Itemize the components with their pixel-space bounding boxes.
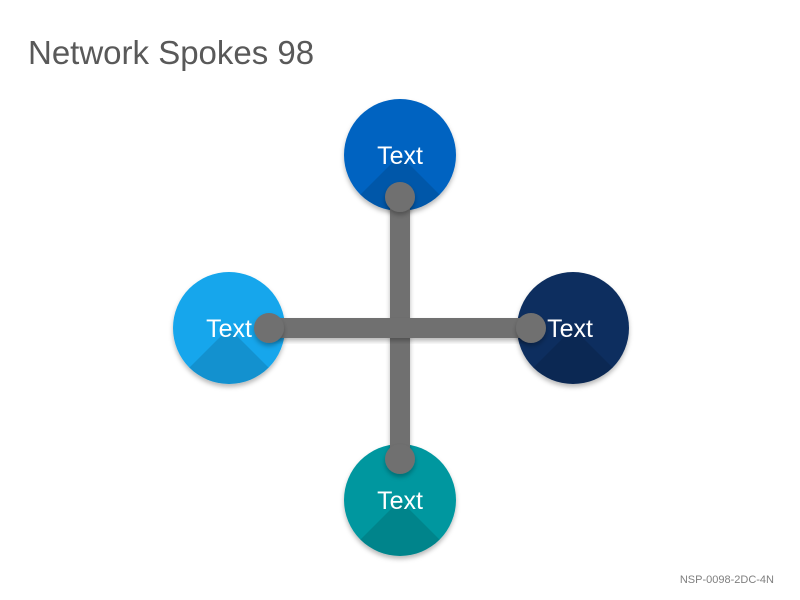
footer-code: NSP-0098-2DC-4N — [679, 574, 774, 586]
node-top-circle — [344, 99, 456, 211]
node-right — [517, 272, 629, 384]
connector-endpoint-left — [254, 313, 284, 343]
connector-endpoint-bottom — [385, 444, 415, 474]
node-right-circle — [517, 272, 629, 384]
connector-endpoint-right — [516, 313, 546, 343]
slide-title: Network Spokes 98 — [28, 34, 315, 71]
node-bottom-circle — [344, 444, 456, 556]
node-bottom — [344, 444, 456, 556]
node-bottom-shading — [360, 500, 456, 556]
node-left-shading — [189, 328, 285, 384]
node-top-label: Text — [377, 142, 423, 170]
node-bottom-label: Text — [377, 487, 423, 515]
connector-horizontal — [269, 318, 531, 338]
connectors — [254, 182, 546, 474]
node-left — [173, 272, 285, 384]
connector-endpoint-top — [385, 182, 415, 212]
node-left-circle — [173, 272, 285, 384]
node-right-label: Text — [547, 315, 593, 343]
node-left-label: Text — [206, 315, 252, 343]
node-right-shading — [533, 328, 629, 384]
